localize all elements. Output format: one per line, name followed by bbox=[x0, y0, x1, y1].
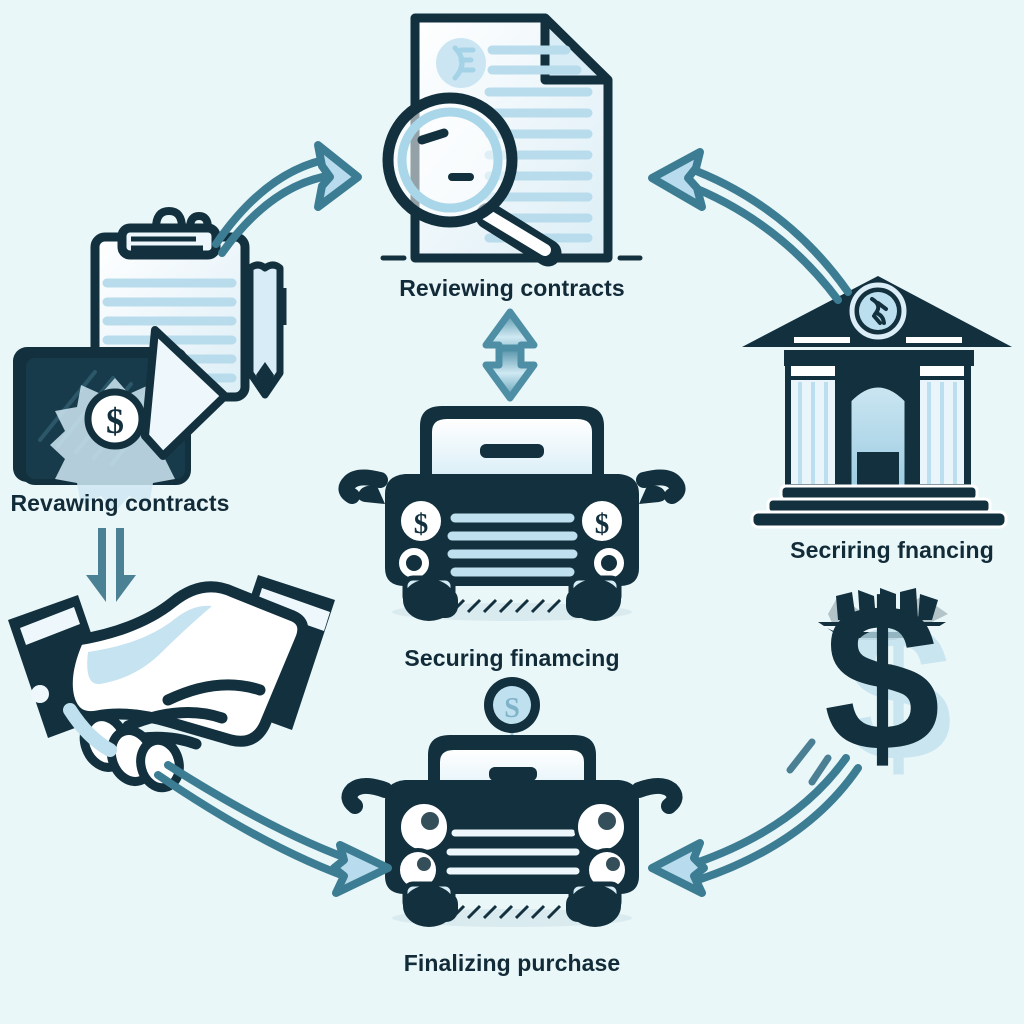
svg-text:$: $ bbox=[414, 508, 429, 540]
svg-text:$: $ bbox=[106, 401, 124, 441]
svg-text:S: S bbox=[504, 693, 520, 724]
double-head-vertical-arrow-icon bbox=[482, 308, 538, 402]
document-magnifier-icon bbox=[380, 13, 643, 267]
curved-arrow-left-down-icon bbox=[648, 754, 862, 897]
car-front-dark-icon: S bbox=[341, 677, 683, 927]
node-label-reviewing-contracts-top: Reviewing contracts bbox=[399, 275, 625, 301]
pen-icon bbox=[246, 261, 287, 399]
curved-arrow-right-down-icon bbox=[154, 761, 392, 897]
bank-column-right bbox=[916, 362, 968, 488]
down-arrow-icon bbox=[86, 528, 136, 602]
node-label-revawing-contracts-left: Revawing contracts bbox=[10, 490, 230, 516]
magnifier-icon bbox=[382, 92, 562, 267]
curved-arrow-left-up-icon bbox=[648, 148, 852, 304]
svg-text:$: $ bbox=[595, 508, 610, 540]
coin-badge-icon: S bbox=[484, 677, 540, 748]
node-label-finalizing-purchase-bottom: Finalizing purchase bbox=[403, 950, 621, 976]
bank-column-left bbox=[787, 362, 839, 488]
clipboard-wallet-icon: $ bbox=[13, 206, 287, 512]
node-label-securing-financing-center: Securing finamcing bbox=[404, 645, 620, 671]
wallet-icon: $ bbox=[13, 326, 229, 512]
node-label-secriring-financing-right: Secriring fnancing bbox=[790, 537, 994, 563]
curved-arrow-right-up-icon bbox=[212, 141, 362, 257]
bank-steps bbox=[750, 484, 1008, 529]
car-front-icon: $ $ bbox=[338, 406, 686, 621]
handshake-icon bbox=[8, 575, 335, 793]
dollar-cash-icon: $ $ bbox=[786, 560, 953, 802]
bank-building-icon bbox=[742, 276, 1012, 529]
svg-text:$: $ bbox=[843, 583, 952, 802]
